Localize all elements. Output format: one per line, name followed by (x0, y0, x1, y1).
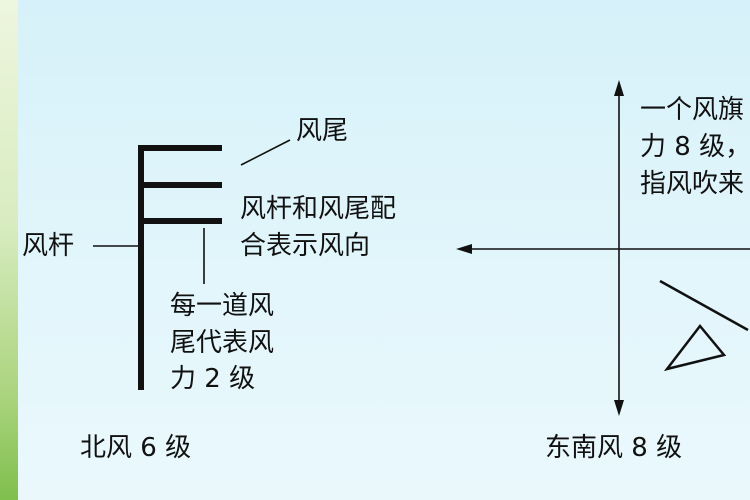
shaft-tail-note-line-1: 风杆和风尾配 (240, 194, 397, 224)
north-wind-barb (93, 139, 291, 390)
leaf-border-decoration (0, 0, 18, 500)
wind-tail-pointer (240, 139, 291, 166)
each-tail-note-line-3: 力 2 级 (170, 364, 256, 394)
flag-note-line-3: 指风吹来 (640, 169, 745, 199)
southeast-wind-flag (659, 279, 749, 372)
southeast-wind-caption: 东南风 8 级 (545, 433, 683, 463)
wind-shaft-label: 风杆 (22, 231, 75, 261)
each-tail-note-line-2: 尾代表风 (170, 328, 275, 358)
axis-arrow-up-icon (614, 80, 624, 96)
north-wind-caption: 北风 6 级 (80, 433, 192, 463)
compass-axes (456, 80, 750, 416)
flag-shaft-line (659, 279, 749, 332)
shaft-tail-note-line-2: 合表示风向 (240, 231, 371, 261)
each-tail-note-line-1: 每一道风 (170, 291, 275, 321)
flag-note-line-1: 一个风旗 (640, 95, 745, 125)
flag-note: 一个风旗 力 8 级， 指风吹来 (640, 0, 750, 220)
flag-note-line-2: 力 8 级， (640, 132, 750, 162)
axis-arrow-down-icon (614, 400, 624, 416)
wind-tail-label: 风尾 (296, 116, 349, 146)
axis-arrow-left-icon (456, 244, 472, 254)
wind-flag-pennant (663, 323, 727, 372)
